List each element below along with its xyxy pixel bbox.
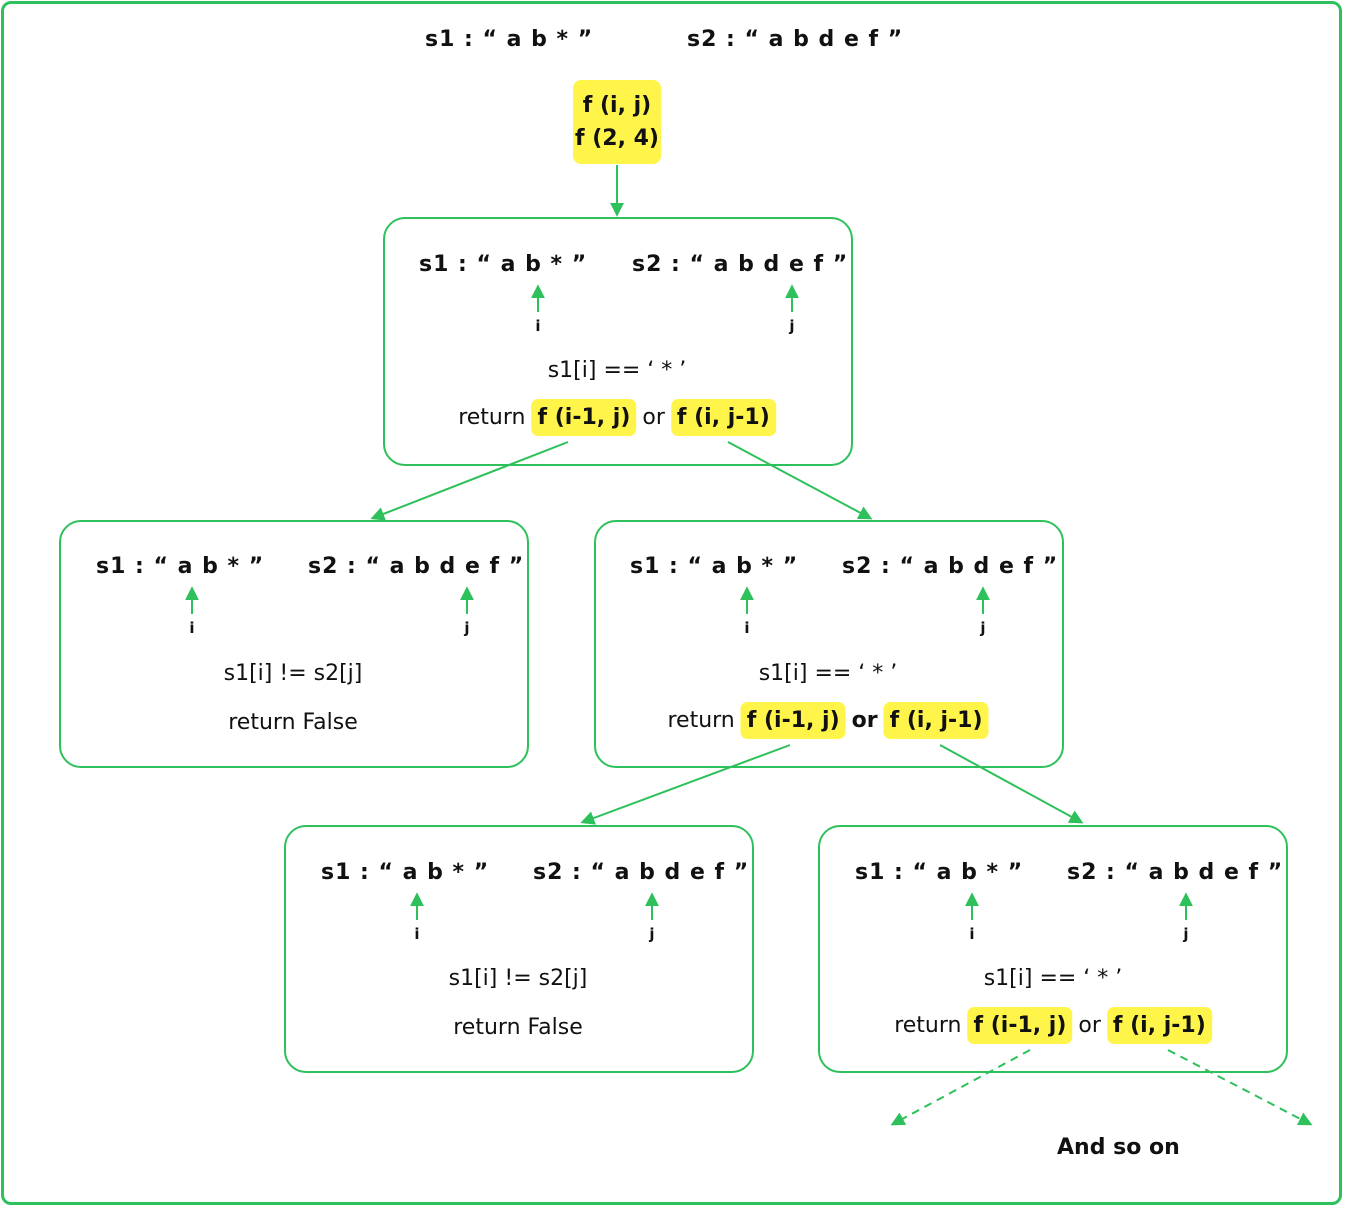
node-condition: s1[i] == ‘ * ’ [983,966,1123,991]
node-condition: s1[i] != s2[j] [448,966,588,991]
call-i-minus-1: f (i-1, j) [531,399,637,436]
node-return: return f (i-1, j) or f (i, j-1) [458,399,776,436]
pointer-i-label: i [414,925,420,943]
node-condition: s1[i] == ‘ * ’ [547,358,687,383]
pointer-i-label: i [744,619,750,637]
pointer-j-label: j [980,619,986,637]
node-return: return f (i-1, j) or f (i, j-1) [894,1007,1212,1044]
root-call: f (i, j) f (2, 4) [573,80,661,164]
node-s1: s1 : “ a b * ” [419,252,588,277]
pointer-j-label: j [649,925,655,943]
call-j-minus-1: f (i, j-1) [883,702,989,739]
recursion-node-3 [284,825,754,1073]
node-s2: s2 : “ a b d e f ” [842,554,1059,579]
or-keyword: or [851,708,878,733]
edge-node2-node3 [580,744,791,825]
return-keyword: return [667,708,735,733]
or-keyword: or [1078,1013,1101,1038]
node-s1: s1 : “ a b * ” [321,860,490,885]
recursion-node-2 [594,520,1064,768]
root-call-generic: f (i, j) [582,93,652,118]
header-s1: s1 : “ a b * ” [425,27,594,52]
node-s2: s2 : “ a b d e f ” [308,554,525,579]
and-so-on-label: And so on [1057,1135,1180,1160]
edge-node2-node4 [939,744,1084,824]
node-s1: s1 : “ a b * ” [96,554,265,579]
node-condition: s1[i] == ‘ * ’ [758,661,898,686]
root-call-values: f (2, 4) [575,126,659,151]
node-s1: s1 : “ a b * ” [630,554,799,579]
pointer-j-label: j [464,619,470,637]
pointer-j-label: j [1183,925,1189,943]
node-s1: s1 : “ a b * ” [855,860,1024,885]
call-i-minus-1: f (i-1, j) [967,1007,1073,1044]
node-s2: s2 : “ a b d e f ” [533,860,750,885]
return-keyword: return [458,405,526,430]
node-return: return f (i-1, j) or f (i, j-1) [667,702,989,739]
recursion-node-4 [818,825,1288,1073]
pointer-i-label: i [535,317,541,335]
node-condition: s1[i] != s2[j] [223,661,363,686]
or-keyword: or [642,405,665,430]
recursion-node-0 [383,217,853,466]
node-return: return False [453,1015,583,1040]
node-s2: s2 : “ a b d e f ” [632,252,849,277]
edge-node4-continue-left [890,1049,1031,1126]
edge-node4-continue-right [1167,1049,1313,1126]
edge-node0-node2 [727,441,873,520]
pointer-j-label: j [789,317,795,335]
recursion-node-1 [59,520,529,768]
node-return: return False [228,710,358,735]
call-j-minus-1: f (i, j-1) [670,399,776,436]
call-i-minus-1: f (i-1, j) [740,702,846,739]
pointer-i-label: i [969,925,975,943]
return-keyword: return [894,1013,962,1038]
node-s2: s2 : “ a b d e f ” [1067,860,1284,885]
call-j-minus-1: f (i, j-1) [1106,1007,1212,1044]
header-s2: s2 : “ a b d e f ” [687,27,904,52]
edge-node0-node1 [370,441,569,521]
pointer-i-label: i [189,619,195,637]
